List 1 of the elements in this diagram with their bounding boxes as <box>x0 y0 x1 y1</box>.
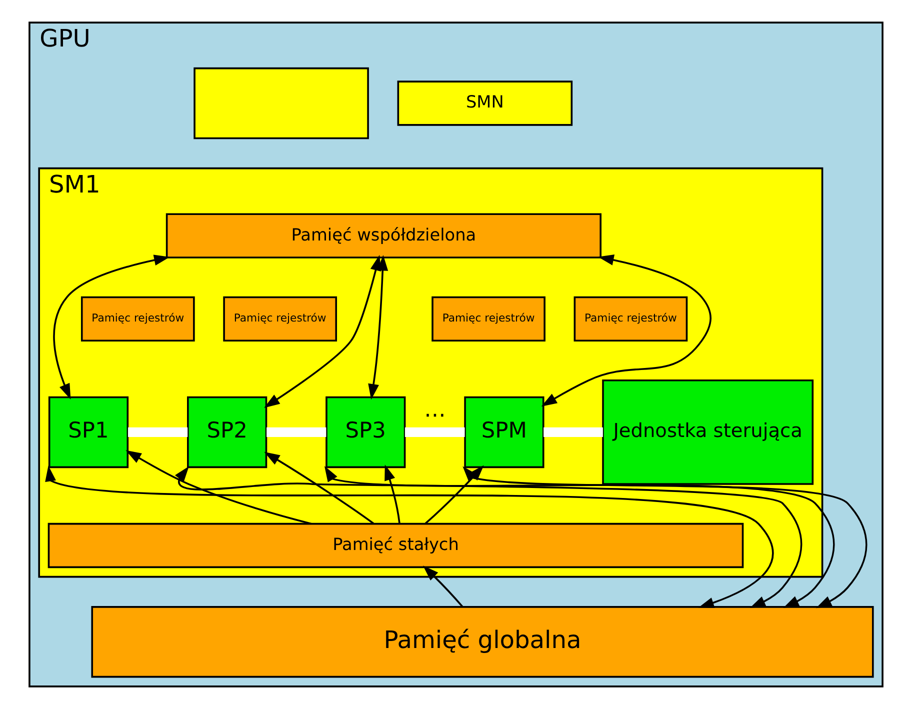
edge-label: ⋯ <box>424 402 446 428</box>
